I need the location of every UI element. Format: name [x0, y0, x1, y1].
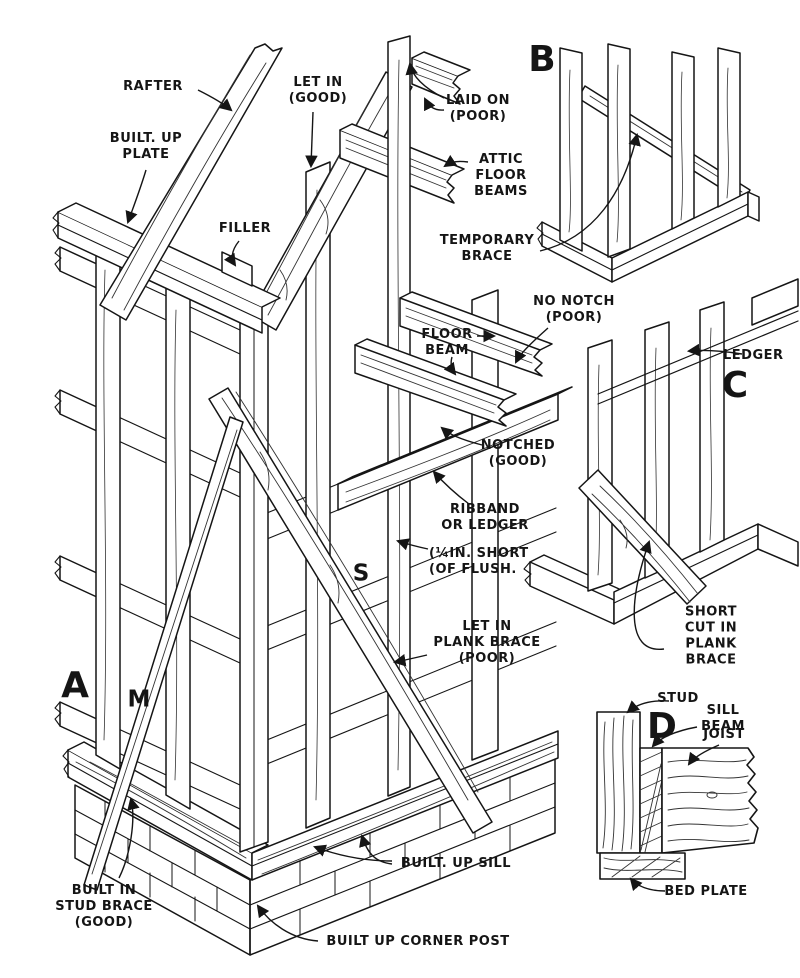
panel-letter-d: D — [647, 706, 677, 747]
attic-floor-beam-1 — [411, 51, 471, 105]
label-sill-beam: SILL BEAM — [701, 703, 745, 734]
label-joist: JOIST — [703, 727, 745, 743]
leader-corner-post — [256, 904, 319, 942]
d-joist — [661, 747, 759, 854]
leader-filler — [223, 240, 240, 267]
panel-letter-a: A — [61, 665, 89, 706]
label-attic-floor-beams: ATTIC FLOOR BEAMS — [474, 152, 528, 199]
panel-d-drawing — [596, 711, 759, 880]
leader-let-in-good — [305, 111, 318, 169]
panel-c-drawing — [523, 278, 799, 625]
leader-built-up-sill-1 — [313, 844, 393, 862]
label-ribband-or-ledger: RIBBAND OR LEDGER — [441, 502, 529, 533]
rafter — [99, 43, 283, 321]
leader-stud-d — [626, 700, 670, 714]
label-stud: STUD — [657, 691, 699, 707]
marker-letter-s: S — [352, 560, 370, 587]
leader-notched — [440, 426, 483, 446]
leader-floor-beam-2 — [443, 356, 457, 376]
label-filler: FILLER — [218, 221, 272, 237]
marker-letter-m: M — [127, 686, 151, 713]
label-notched-good: NOTCHED (GOOD) — [480, 438, 556, 469]
leader-built-up-sill-2 — [359, 833, 393, 865]
panel-a-drawing — [52, 35, 573, 956]
label-temporary-brace: TEMPORARY BRACE — [439, 233, 535, 264]
c-top-beam — [751, 278, 799, 326]
label-built-up-sill: BUILT. UP SILL — [400, 856, 512, 872]
panel-letter-c: C — [721, 365, 749, 406]
leader-flush — [396, 538, 429, 551]
leader-rafter — [197, 89, 233, 112]
label-no-notch-poor: NO NOTCH (POOR) — [533, 294, 615, 325]
leader-temporary-brace — [539, 132, 641, 252]
label-let-in-good: LET IN (GOOD) — [288, 75, 348, 106]
leader-short-cut — [633, 540, 665, 650]
leader-lines — [118, 61, 743, 942]
tall-stud — [387, 35, 411, 797]
leader-built-in-brace — [118, 796, 140, 879]
label-built-up-plate: BUILT. UP PLATE — [109, 131, 183, 162]
d-bed-plate — [599, 852, 686, 880]
leader-sill-beam-d — [651, 726, 698, 748]
built-up-sill — [62, 730, 559, 881]
label-short-cut-in-plank-brace: SHORT CUT IN PLANK BRACE — [684, 604, 738, 667]
c-studs — [587, 301, 725, 592]
label-floor-beam: FLOOR BEAM — [421, 327, 473, 358]
label-bed-plate: BED PLATE — [664, 884, 748, 900]
leader-let-in-plank — [392, 654, 428, 667]
leader-laid-on-2 — [424, 97, 445, 112]
label-built-up-corner-post: BUILT UP CORNER POST — [326, 934, 510, 950]
d-sill-beam — [639, 747, 663, 854]
leader-no-notch — [515, 327, 549, 364]
built-in-stud-brace — [83, 416, 244, 891]
built-up-plate — [52, 202, 281, 334]
c-cut-in-brace — [578, 469, 707, 605]
label-let-in-plank-brace: LET IN PLANK BRACE (POOR) — [433, 619, 541, 666]
b-studs — [559, 43, 741, 258]
leader-bed-plate — [629, 877, 666, 892]
d-stud — [596, 711, 641, 854]
leader-laid-on-1 — [405, 61, 445, 99]
floor-platform — [337, 291, 573, 511]
leader-ribband — [432, 470, 470, 505]
panel-b-drawing — [536, 43, 760, 283]
leader-joist-d — [687, 744, 720, 766]
label-laid-on-poor: LAID ON (POOR) — [446, 93, 510, 124]
label-built-in-stud-brace: BUILT IN STUD BRACE (GOOD) — [55, 883, 153, 930]
leader-ledger — [686, 343, 743, 357]
label-rafter: RAFTER — [123, 79, 183, 95]
label-ledger: LEDGER — [723, 348, 784, 364]
leader-built-up-plate — [125, 169, 147, 224]
panel-letter-b: B — [528, 39, 556, 80]
label-quarter-in-short: (¼IN. SHORT (OF FLUSH. — [429, 546, 529, 577]
let-in-plank-brace — [208, 387, 493, 834]
leader-attic-beams — [443, 154, 469, 168]
